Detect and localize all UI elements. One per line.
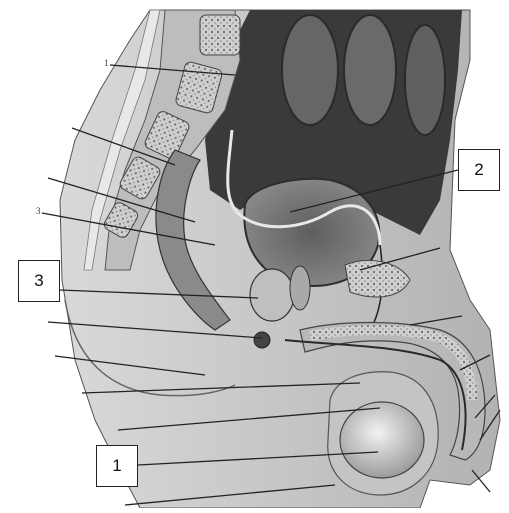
label-box-3: 3 <box>18 260 60 302</box>
intestine-loop <box>405 25 445 135</box>
prostate <box>250 269 294 321</box>
stray-mark-top: 1 <box>104 58 109 68</box>
vertebra <box>200 15 240 55</box>
intestine-loop <box>344 15 396 125</box>
label-box-2: 2 <box>458 149 500 191</box>
testis <box>340 402 424 478</box>
label-box-1: 1 <box>96 445 138 487</box>
anal-canal <box>254 332 270 348</box>
stray-mark-left: 3 <box>36 206 41 216</box>
seminal-vesicle <box>290 266 310 310</box>
intestine-loop <box>282 15 338 125</box>
